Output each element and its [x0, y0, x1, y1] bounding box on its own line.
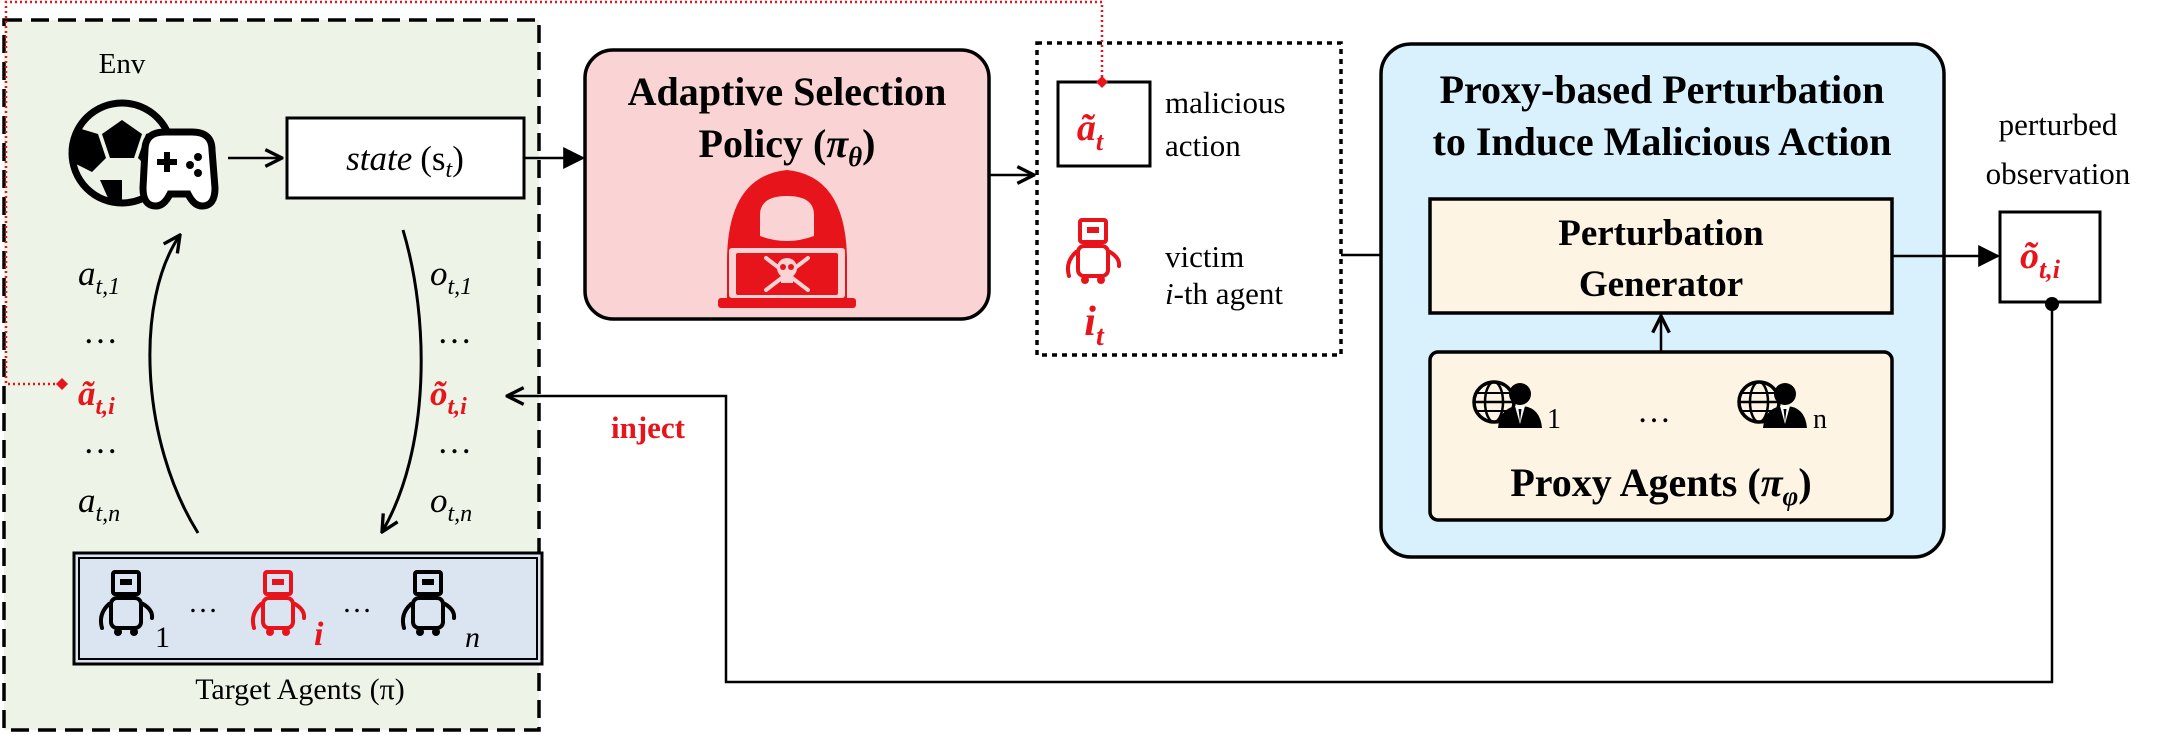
target-agents-box: [72, 551, 544, 666]
malicious-action-box: [1056, 80, 1152, 168]
hacker-icon: [718, 170, 856, 308]
inject-start-dot: [2045, 297, 2059, 311]
perturbed-observation-symbol: õt,i: [2020, 235, 2061, 284]
loop-observations-arrow: [382, 229, 423, 532]
malicious-action-label-2: action: [1165, 128, 1241, 163]
inject-return-line: [507, 302, 2054, 684]
loop-actions-arrow: [148, 235, 200, 534]
proxy-title-line2: to Induce Malicious Action: [1433, 119, 1892, 164]
victim-label-2: i-th agent: [1165, 276, 1283, 311]
victim-label-1: victim: [1165, 239, 1244, 274]
generator-label-2: Generator: [1579, 264, 1743, 305]
observation-dots-2: …: [437, 422, 472, 461]
proxy-agents-label: Proxy Agents (πφ): [1510, 460, 1811, 511]
output-label-2: observation: [1986, 156, 2131, 191]
perturbation-generator-box: [1428, 197, 1894, 315]
observation-1: ot,1: [430, 254, 472, 300]
action-1: at,1: [78, 254, 120, 300]
policy-title-line1: Adaptive Selection: [628, 69, 947, 114]
malicious-action-symbol: ãt: [1077, 107, 1104, 156]
action-dots-1: …: [83, 312, 118, 351]
selection-box: [1035, 41, 1343, 357]
state-label: state(st): [346, 139, 464, 183]
actions-column: at,1 … ãt,i … at,n: [78, 254, 120, 527]
feedback-end-marker: [56, 378, 68, 390]
victim-agent-symbol: it: [1084, 299, 1105, 352]
action-n: at,n: [78, 481, 120, 527]
observation-dots-1: …: [437, 312, 472, 351]
target-agent-n-sub: n: [465, 621, 480, 654]
generator-label-1: Perturbation: [1558, 213, 1764, 254]
observation-n: ot,n: [430, 481, 472, 527]
target-agent-1-sub: 1: [155, 621, 170, 654]
observations-column: ot,1 … õt,i … ot,n: [430, 254, 472, 527]
target-agent-dots-right: …: [342, 586, 372, 619]
inject-label: inject: [611, 410, 686, 445]
proxy-agent-1-sub: 1: [1547, 404, 1561, 435]
feedback-start-marker: [1096, 76, 1108, 88]
malicious-action-label-1: malicious: [1165, 85, 1286, 120]
proxy-agent-dots: …: [1637, 393, 1671, 430]
state-box: [285, 116, 526, 200]
action-dots-2: …: [83, 422, 118, 461]
target-agent-dots-left: …: [188, 586, 218, 619]
proxy-title-line1: Proxy-based Perturbation: [1440, 67, 1885, 112]
malicious-action-feedback-line: [4, 0, 1104, 386]
output-label-1: perturbed: [1999, 107, 2118, 142]
policy-title-line2: Policy (πθ): [699, 121, 876, 172]
action-malicious: ãt,i: [78, 374, 115, 420]
observation-perturbed: õt,i: [430, 374, 467, 420]
env-gamepad-icon: [68, 99, 219, 210]
target-agents-label: Target Agents(π): [195, 673, 405, 706]
target-agent-victim-sub: i: [314, 616, 324, 653]
env-title: Env: [99, 48, 146, 80]
proxy-agent-n-sub: n: [1813, 404, 1827, 435]
perturbed-observation-box: [1998, 210, 2102, 304]
